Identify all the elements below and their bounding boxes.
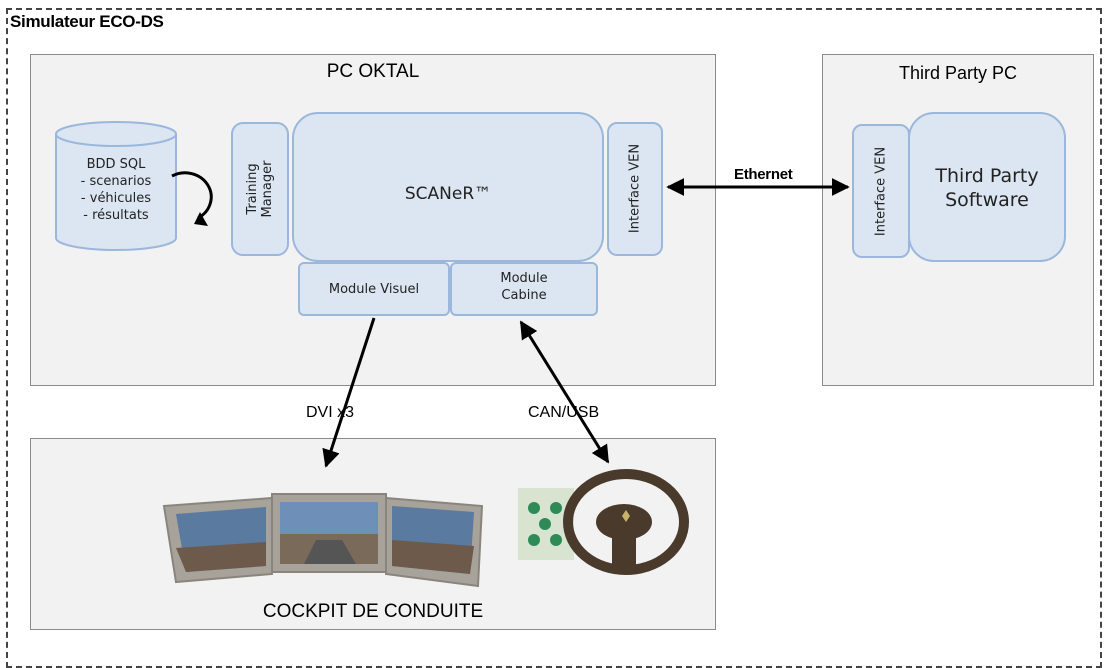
interface-ven-third-party-block [852, 124, 910, 258]
training-manager-block [231, 122, 289, 256]
module-visuel-block [298, 262, 450, 316]
can-usb-arrow [519, 320, 610, 464]
database-line-4: - résultats [83, 208, 149, 223]
third-party-software-line-1: Third Party [935, 165, 1039, 187]
database-cylinder [55, 121, 177, 251]
pc-oktal-title: PC OKTAL [326, 61, 420, 82]
module-visuel-label: Module Visuel [328, 282, 420, 297]
module-cabine-block [450, 262, 598, 316]
connections-overlay [162, 171, 850, 588]
database-label: BDD SQL - scenarios - véhicules - résult… [56, 156, 176, 224]
database-line-3: - véhicules [80, 191, 152, 206]
database-circular-arrow [171, 171, 213, 226]
simulator-title: Simulateur ECO-DS [10, 12, 164, 31]
module-cabine-line-1: Module [500, 271, 548, 286]
scaner-label: SCANeR™ [404, 184, 492, 204]
third-party-software-block [908, 112, 1066, 262]
interface-ven-oktal-block [607, 122, 663, 256]
third-party-software-label: Third Party Software [908, 164, 1066, 212]
dvi-arrow [322, 317, 376, 468]
triple-screen-image [162, 493, 484, 588]
database-line-2: - scenarios [80, 174, 152, 189]
scaner-block [292, 112, 604, 262]
third-party-software-line-2: Software [945, 189, 1029, 211]
module-cabine-line-2: Cabine [501, 288, 547, 303]
steering-wheel-image [518, 469, 689, 575]
module-cabine-label: Module Cabine [450, 270, 598, 304]
cockpit-title: COCKPIT DE CONDUITE [262, 601, 484, 622]
third-party-title: Third Party PC [898, 63, 1018, 83]
database-line-1: BDD SQL [86, 157, 146, 172]
